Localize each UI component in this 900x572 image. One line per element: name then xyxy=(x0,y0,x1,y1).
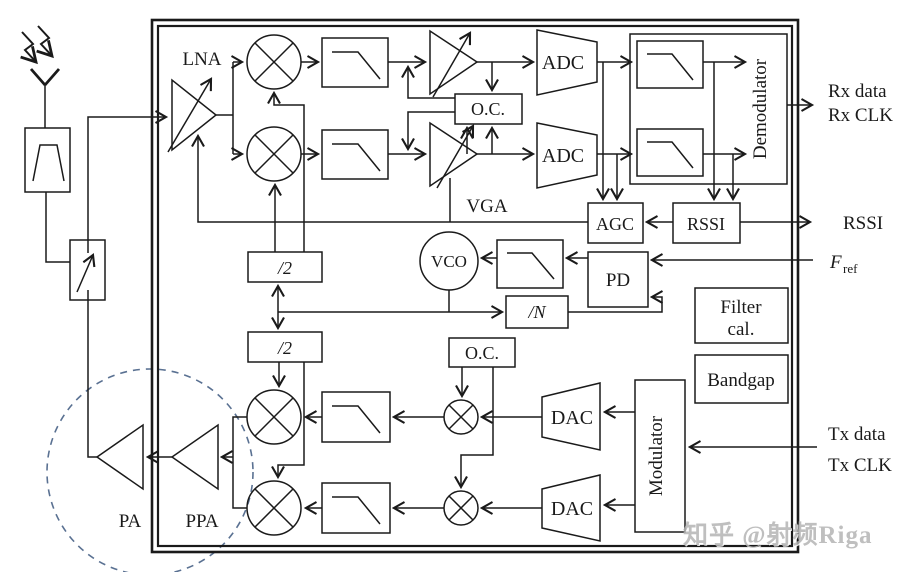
div2-to-txmixer-q-wire xyxy=(271,362,305,480)
chip-inner-border xyxy=(156,24,794,548)
tx-data-label: Tx data xyxy=(828,424,886,445)
oc-tx-block xyxy=(448,337,516,368)
rx-clk-label: Rx CLK xyxy=(828,105,893,126)
lowpass-curve-icon xyxy=(332,51,381,80)
ppa-amplifier-icon xyxy=(170,423,219,491)
lna-amplifier-icon xyxy=(171,78,218,152)
adc-i-block xyxy=(536,29,598,96)
octx-to-mixer-q-wire xyxy=(454,367,494,490)
loop-filter-block xyxy=(496,239,564,289)
fref-label: F xyxy=(829,252,842,273)
oc-inject-q-wire xyxy=(401,111,455,152)
lna-split-wire xyxy=(216,62,234,154)
filter-to-switch-wire xyxy=(45,192,70,263)
vco-lo-wire xyxy=(278,290,450,313)
vco-label: VCO xyxy=(431,252,467,271)
dac-i-label: DAC xyxy=(551,407,593,429)
dac-q-block xyxy=(541,474,601,542)
bandpass-curve-icon xyxy=(32,144,65,182)
lpf-rx-q-block xyxy=(321,129,389,180)
mixer-rx-i-icon xyxy=(246,34,302,90)
filter-cal-block xyxy=(694,287,789,344)
txmixer-join-wire xyxy=(232,416,247,509)
pa-amplifier-icon xyxy=(95,423,144,491)
demod-lpf-i-block xyxy=(636,40,704,89)
div-n-label: /N xyxy=(527,302,546,322)
div2-tx-label: /2 xyxy=(277,338,292,358)
dac-q-label: DAC xyxy=(551,498,593,520)
agc-label: AGC xyxy=(596,214,634,234)
demodulator-block xyxy=(629,33,788,185)
div2-rx-label: /2 xyxy=(277,258,292,278)
vga-i-gain-arrow-icon xyxy=(432,31,472,98)
modulator-label: Modulator xyxy=(646,415,667,496)
small-mixer-q-icon xyxy=(443,490,479,526)
tx-clk-label: Tx CLK xyxy=(828,455,892,476)
lowpass-curve-icon xyxy=(647,141,694,169)
tr-switch-icon xyxy=(76,240,96,300)
chip-outer-border xyxy=(150,18,800,554)
rssi-block xyxy=(672,202,741,244)
adc-q-block xyxy=(536,122,598,189)
filter-cal-label-line2: cal. xyxy=(728,319,755,340)
switch-to-lna-wire xyxy=(87,110,169,240)
small-mixer-i-icon xyxy=(443,399,479,435)
rx-data-label: Rx data xyxy=(828,81,887,102)
agc-block xyxy=(587,202,644,244)
incoming-signal-arrows-icon xyxy=(20,25,54,65)
divn-to-pd-wire xyxy=(568,290,664,313)
lpf-rx-i-block xyxy=(321,37,389,88)
lowpass-curve-icon xyxy=(332,496,381,525)
mixer-tx-i-icon xyxy=(246,389,302,445)
pd-label: PD xyxy=(606,270,630,291)
rssi-block-label: RSSI xyxy=(687,214,725,234)
lpf-tx-q-block xyxy=(321,482,391,534)
div2-to-rxmixer-i-wire xyxy=(267,90,305,252)
filter-cal-label-line1: Filter xyxy=(720,297,762,318)
mixer-rx-q-icon xyxy=(246,126,302,182)
adc-q-label: ADC xyxy=(542,145,584,167)
lpf-tx-i-block xyxy=(321,391,391,443)
oc-inject-i-wire xyxy=(401,64,455,99)
modulator-block xyxy=(634,379,686,533)
oc-tx-label: O.C. xyxy=(465,343,499,363)
lowpass-curve-icon xyxy=(507,252,555,280)
demod-lpf-q-block xyxy=(636,128,704,177)
lowpass-curve-icon xyxy=(332,405,381,434)
lna-label: LNA xyxy=(182,49,221,70)
agc-control-wire xyxy=(191,133,588,223)
adc-i-label: ADC xyxy=(542,52,584,74)
vga-label: VGA xyxy=(466,196,507,217)
div2-rx-block xyxy=(247,251,323,283)
mixer-tx-q-icon xyxy=(246,480,302,536)
oc-rx-label: O.C. xyxy=(471,99,505,119)
antenna-icon xyxy=(29,68,61,86)
antenna-filter-block xyxy=(24,127,71,193)
demodulator-label: Demodulator xyxy=(750,58,771,159)
fref-sub-label: ref xyxy=(843,261,858,276)
watermark: 知乎 @射频Riga xyxy=(683,521,873,549)
bandgap-label: Bandgap xyxy=(707,370,775,391)
pd-block xyxy=(587,251,649,308)
lowpass-curve-icon xyxy=(332,143,381,172)
div2-tx-block xyxy=(247,331,323,363)
bandgap-block xyxy=(694,354,789,404)
rssi-out-label: RSSI xyxy=(843,213,883,234)
pa-region-dashed-circle xyxy=(46,368,254,572)
oc-rx-block xyxy=(454,93,523,125)
lna-gain-arrow-icon xyxy=(167,77,213,153)
pa-label: PA xyxy=(119,511,142,532)
ppa-label: PPA xyxy=(185,511,218,532)
lowpass-curve-icon xyxy=(647,53,694,81)
pa-to-switch-wire xyxy=(87,300,97,458)
dac-i-block xyxy=(541,382,601,451)
vga-q-amplifier-icon xyxy=(429,121,479,188)
vga-i-amplifier-icon xyxy=(429,29,479,96)
